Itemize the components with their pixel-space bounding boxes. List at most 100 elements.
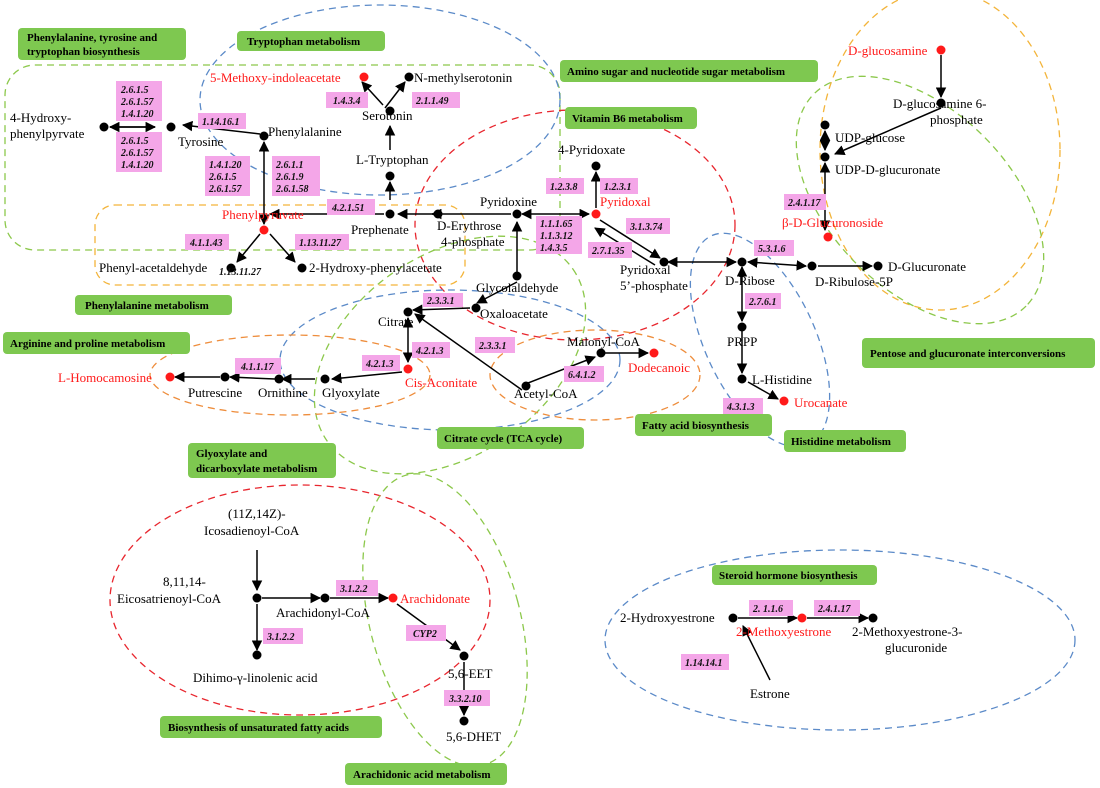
- enzyme-e14-1: 1.1.1.65: [540, 219, 573, 230]
- met-hydroxyestrone: 2-Hydroxyestrone: [620, 610, 715, 625]
- met-prpp: PRPP: [727, 334, 757, 349]
- enzyme-e14-3: 1.4.3.5: [540, 243, 568, 254]
- label-phe-tyr-trp-1: Phenylalanine, tyrosine and: [27, 32, 157, 44]
- enzyme-e18: 5.3.1.6: [758, 244, 786, 255]
- met-methoxyestrone: 2-Methoxyestrone: [736, 624, 832, 639]
- met-phenylalanine: Phenylalanine: [268, 124, 342, 139]
- enzyme-e13: 1.2.3.1: [604, 182, 632, 193]
- met-glyoxylate: Glyoxylate: [322, 385, 380, 400]
- met-cis-aconitate: Cis-Aconitate: [405, 375, 477, 390]
- label-steroid: Steroid hormone biosynthesis: [719, 570, 858, 582]
- met-malonyl-coa: Malonyl-CoA: [567, 334, 641, 349]
- met-prephenate: Prephenate: [351, 222, 409, 237]
- met-methoxyestrone-gluc-1: 2-Methoxyestrone-3-: [852, 624, 962, 639]
- met-ornithine: Ornithine: [258, 385, 308, 400]
- label-fatty-acid: Fatty acid biosynthesis: [642, 420, 750, 432]
- region-arginine: [149, 334, 431, 416]
- met-d-ribose: D-Ribose: [725, 273, 775, 288]
- met-n-methylserotonin: N-methylserotonin: [414, 70, 513, 85]
- met-eicosatrienoyl-2: Eicosatrienoyl-CoA: [117, 591, 222, 606]
- met-eet: 5,6-EET: [448, 666, 492, 681]
- region-fatty-acid: [489, 329, 701, 421]
- enzyme-e17: 2.4.1.17: [787, 198, 822, 209]
- met-hydroxyphenylpyruvate-2: phenylpyrvate: [10, 126, 85, 141]
- label-amino-sugar: Amino sugar and nucleotide sugar metabol…: [567, 66, 785, 78]
- met-erythrose-1: D-Erythrose: [437, 218, 501, 233]
- met-tyrosine: Tyrosine: [178, 134, 224, 149]
- enzyme-e6-3: 2.6.1.57: [208, 184, 243, 195]
- enzyme-e28: 3.1.2.2: [339, 584, 368, 595]
- met-methoxyindoleacetate: 5-Methoxy-indoleacetate: [210, 70, 341, 85]
- met-l-histidine: L-Histidine: [752, 372, 812, 387]
- met-l-tryptophan: L-Tryptophan: [356, 152, 429, 167]
- enzyme-e1-1: 2.6.1.5: [120, 85, 149, 96]
- met-putrescine: Putrescine: [188, 385, 242, 400]
- met-urocanate: Urocanate: [794, 395, 848, 410]
- enzyme-e21: 2.3.3.1: [426, 296, 455, 307]
- met-hydroxyphenylpyruvate-1: 4-Hydroxy-: [10, 110, 71, 125]
- enzyme-e12: 1.2.3.8: [550, 182, 578, 193]
- met-eicosatrienoyl-1: 8,11,14-: [163, 574, 206, 589]
- enzyme-e14-2: 1.1.3.12: [540, 231, 573, 242]
- enzyme-e32: 2.4.1.17: [817, 604, 852, 615]
- met-citrate: Citrate: [378, 314, 414, 329]
- met-hydroxyphenylacetate: 2-Hydroxy-phenylacetate: [309, 260, 442, 275]
- region-tryptophan: [199, 4, 561, 196]
- met-estrone: Estrone: [750, 686, 790, 701]
- met-pyridoxal-p-2: 5’-phosphate: [620, 278, 688, 293]
- label-unsat: Biosynthesis of unsaturated fatty acids: [168, 722, 350, 734]
- enzyme-e7-2: 2.6.1.9: [275, 172, 304, 183]
- met-serotonin: Serotonin: [362, 108, 413, 123]
- met-phenylpyruvate: Phenylpyruvate: [222, 207, 304, 222]
- label-pentose: Pentose and glucuronate interconversions: [870, 348, 1066, 360]
- met-arachidonate: Arachidonate: [400, 591, 470, 606]
- enzyme-e25: 4.1.1.17: [240, 362, 275, 373]
- enzyme-e5: 2.1.1.49: [415, 96, 449, 107]
- enzyme-e2-3: 1.4.1.20: [121, 160, 154, 171]
- label-arachidonic: Arachidonic acid metabolism: [353, 769, 491, 781]
- met-pyridoxal-p-1: Pyridoxal: [620, 262, 671, 277]
- met-pyridoxine: Pyridoxine: [480, 194, 537, 209]
- enzyme-e23: 4.2.1.3: [415, 346, 444, 357]
- enzyme-e6-2: 2.6.1.5: [208, 172, 237, 183]
- region-steroid: [604, 549, 1076, 731]
- met-arachidonyl-coa: Arachidonyl-CoA: [276, 605, 370, 620]
- met-glycolaldehyde: Glycolaldehyde: [476, 280, 559, 295]
- met-homocarnosine: L-Homocamosine: [58, 370, 152, 385]
- metabolite-labels: 4-Hydroxy- phenylpyrvate Tyrosine Phenyl…: [10, 43, 987, 744]
- met-phenylacetaldehyde: Phenyl-acetaldehyde: [99, 260, 208, 275]
- enzyme-e33: 1.14.14.1: [685, 658, 723, 669]
- enzyme-e26: 6.4.1.2: [568, 370, 596, 381]
- region-citrate: [279, 289, 621, 431]
- enzyme-e1-3: 1.4.1.20: [121, 109, 154, 120]
- region-unsat: [109, 484, 491, 716]
- label-phe-tyr-trp-2: tryptophan biosynthesis: [27, 46, 141, 58]
- enzyme-e4: 1.4.3.4: [333, 96, 361, 107]
- enzyme-e31: 2. 1.1.6: [752, 604, 783, 615]
- met-dodecanoic: Dodecanoic: [628, 360, 690, 375]
- met-acetyl-coa: Acetyl-CoA: [514, 386, 578, 401]
- met-pyridoxate: 4-Pyridoxate: [558, 142, 625, 157]
- enzyme-e8: 4.2.1.51: [331, 203, 365, 214]
- met-oxaloacetate: Oxaloacetate: [480, 306, 548, 321]
- met-glucosamine: D-glucosamine: [848, 43, 928, 58]
- met-methoxyestrone-gluc-2: glucuronide: [885, 640, 947, 655]
- enzyme-e22: 2.3.3.1: [478, 341, 507, 352]
- met-pyridoxal: Pyridoxal: [600, 194, 651, 209]
- label-vitamin-b6: Vitamin B6 metabolism: [572, 113, 683, 125]
- label-glyoxylate-1: Glyoxylate and: [196, 448, 267, 460]
- region-phe-tyr-trp: [4, 64, 561, 251]
- met-erythrose-2: 4-phosphate: [441, 234, 505, 249]
- met-udp-glucuronate: UDP-D-glucuronate: [835, 162, 941, 177]
- pathway-labels: Phenylalanine, tyrosine and tryptophan b…: [3, 28, 1095, 785]
- enzyme-e27: 3.1.2.2: [266, 632, 295, 643]
- met-udp-glucose: UDP-glucose: [835, 130, 905, 145]
- enzyme-e6-1: 1.4.1.20: [209, 160, 242, 171]
- met-ribulose: D-Ribulose-5P: [815, 274, 893, 289]
- label-histidine: Histidine metabolism: [791, 436, 891, 448]
- met-icosadienoyl-2: Icosadienoyl-CoA: [204, 523, 300, 538]
- enzyme-e30: 3.3.2.10: [448, 694, 482, 705]
- met-glucosamine-6p-1: D-glucosamine 6-: [893, 96, 987, 111]
- enzyme-e2-1: 2.6.1.5: [120, 136, 149, 147]
